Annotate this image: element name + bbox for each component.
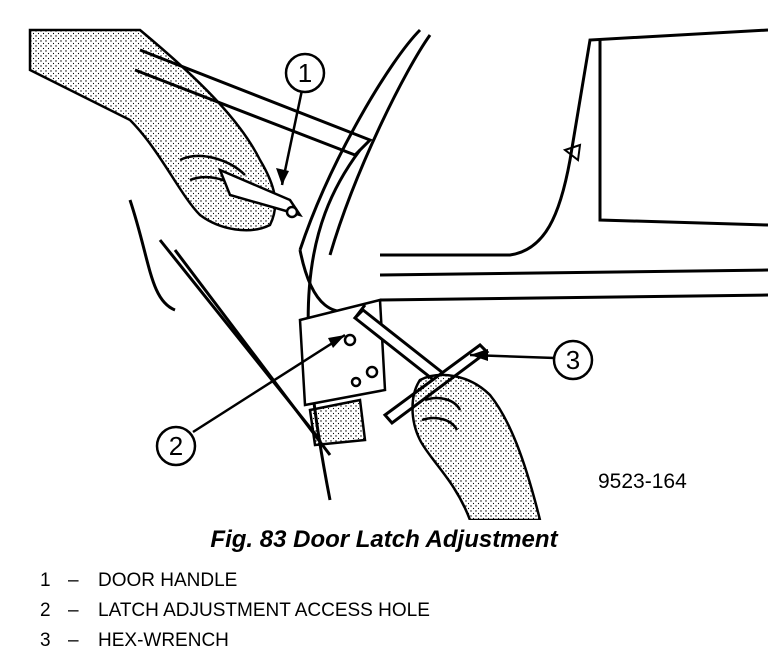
- hand-on-door-handle: [28, 28, 303, 232]
- legend-row-2: 2 – LATCH ADJUSTMENT ACCESS HOLE: [40, 596, 430, 626]
- arrowhead-1: [276, 168, 289, 185]
- legend-separator: –: [68, 630, 79, 651]
- figure-id: 9523-164: [598, 470, 687, 493]
- door-latch-illustration: 1 2 3: [28, 28, 768, 520]
- vehicle-body-panel: [298, 28, 768, 314]
- legend-number: 3: [40, 630, 51, 651]
- callout-legend: 1 – DOOR HANDLE 2 – LATCH ADJUSTMENT ACC…: [40, 566, 430, 656]
- svg-text:3: 3: [566, 345, 580, 375]
- legend-separator: –: [68, 570, 79, 591]
- leader-line-1: [280, 89, 304, 186]
- leader-arrowheads: [276, 168, 488, 361]
- figure-caption: Fig. 83 Door Latch Adjustment: [210, 526, 558, 553]
- svg-text:2: 2: [169, 431, 183, 461]
- leader-line-2: [192, 333, 346, 434]
- legend-row-1: 1 – DOOR HANDLE: [40, 566, 430, 596]
- legend-separator: –: [68, 600, 79, 621]
- legend-number: 2: [40, 600, 51, 621]
- legend-number: 1: [40, 570, 51, 591]
- hand-holding-wrench: [411, 373, 542, 520]
- svg-text:1: 1: [298, 58, 312, 88]
- callout-1: 1: [284, 52, 326, 94]
- callout-3: 3: [552, 339, 594, 381]
- legend-label: DOOR HANDLE: [98, 570, 238, 591]
- arrowhead-2: [328, 335, 345, 348]
- legend-label: LATCH ADJUSTMENT ACCESS HOLE: [98, 600, 430, 621]
- arrowhead-3: [470, 349, 488, 361]
- legend-label: HEX-WRENCH: [98, 630, 229, 651]
- legend-row-3: 3 – HEX-WRENCH: [40, 626, 430, 656]
- callout-2: 2: [155, 425, 197, 467]
